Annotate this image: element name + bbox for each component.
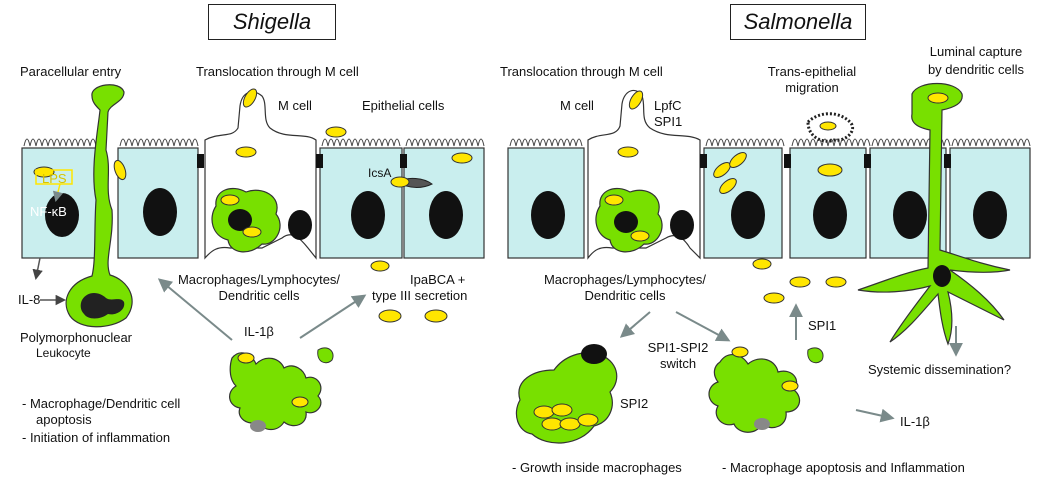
label-m-cell-salm: M cell: [560, 98, 594, 113]
nucleus: [670, 210, 694, 240]
nucleus: [731, 191, 765, 239]
label-spi2: SPI2: [620, 396, 648, 411]
label-epithelial-cells: Epithelial cells: [362, 98, 444, 113]
label-il8: IL-8: [18, 292, 40, 307]
label-macrophages-salm-line2: Dendritic cells: [520, 288, 730, 303]
label-systemic: Systemic dissemination?: [868, 362, 1011, 377]
apoptotic-macrophage: [230, 353, 321, 430]
bacterium: [820, 122, 836, 130]
nucleus: [973, 191, 1007, 239]
nucleus: [288, 210, 312, 240]
nucleus: [893, 191, 927, 239]
label-icsa: IcsA: [368, 166, 391, 181]
label-outcome-apoptosis: - Macrophage apoptosis and Inflammation: [722, 460, 965, 475]
label-trans-epi-line2: migration: [752, 80, 872, 95]
label-translocation-m-cell: Translocation through M cell: [196, 64, 359, 79]
label-ipabca-line1: IpaBCA +: [410, 272, 465, 287]
tight-junction: [944, 154, 951, 168]
label-lpfc: LpfC: [654, 98, 681, 113]
label-pmn-line1: Polymorphonuclear: [20, 330, 132, 345]
nucleus: [351, 191, 385, 239]
apoptotic-body: [250, 420, 266, 432]
apoptotic-fragment: [808, 348, 823, 363]
label-macrophages-line1: Macrophages/Lymphocytes/: [154, 272, 364, 287]
to-switch-arrow: [676, 312, 728, 340]
tight-junction: [864, 154, 871, 168]
tight-junction: [316, 154, 323, 168]
apoptotic-fragment: [318, 348, 333, 363]
spi2-macrophage-nucleus: [581, 344, 607, 364]
title-salmonella: Salmonella: [730, 4, 866, 40]
nucleus: [531, 191, 565, 239]
label-lps: LPS: [42, 171, 67, 186]
nucleus: [429, 191, 463, 239]
label-outcome-growth: - Growth inside macrophages: [512, 460, 682, 475]
apoptotic-body: [754, 418, 770, 430]
label-spi1-top: SPI1: [654, 114, 682, 129]
bacterium: [292, 397, 308, 407]
tight-junction: [400, 154, 407, 168]
label-spi1-mid: SPI1: [808, 318, 836, 333]
label-outcome1-line1: - Macrophage/Dendritic cell: [22, 396, 180, 411]
label-paracellular-entry: Paracellular entry: [20, 64, 121, 79]
label-outcome1-line2: apoptosis: [36, 412, 92, 427]
bacterium: [782, 381, 798, 391]
to-spi2-arrow: [622, 312, 650, 336]
apoptotic-macrophage: [709, 355, 800, 433]
label-luminal-line1: Luminal capture: [914, 44, 1038, 59]
label-il1b-salm: IL-1β: [900, 414, 930, 429]
label-ipabca-line2: type III secretion: [372, 288, 467, 303]
label-switch-line1: SPI1-SPI2: [638, 340, 718, 355]
dendritic-nucleus: [933, 265, 951, 287]
label-il1b-shigella: IL-1β: [244, 324, 274, 339]
label-luminal-line2: by dendritic cells: [914, 62, 1038, 77]
tight-junction: [784, 154, 791, 168]
title-shigella: Shigella: [208, 4, 336, 40]
bacterium: [732, 347, 748, 357]
bacterium: [238, 353, 254, 363]
label-outcome2: - Initiation of inflammation: [22, 430, 170, 445]
label-m-cell: M cell: [278, 98, 312, 113]
bacterium: [391, 177, 409, 187]
il8-down-arrow: [36, 258, 40, 278]
label-switch-line2: switch: [638, 356, 718, 371]
nucleus: [813, 191, 847, 239]
macrophage-nucleus: [614, 211, 638, 233]
tight-junction: [197, 154, 204, 168]
il1b-right-arrow: [856, 410, 892, 418]
tight-junction: [700, 154, 707, 168]
label-macrophages-salm-line1: Macrophages/Lymphocytes/: [520, 272, 730, 287]
label-macrophages-line2: Dendritic cells: [154, 288, 364, 303]
label-translocation-m-cell-salm: Translocation through M cell: [500, 64, 663, 79]
nucleus: [143, 188, 177, 236]
salmonella-epithelium: [508, 84, 1030, 345]
label-trans-epi-line1: Trans-epithelial: [752, 64, 872, 79]
label-nfkb: NF-κB: [30, 204, 67, 219]
label-pmn-line2: Leukocyte: [36, 346, 91, 361]
